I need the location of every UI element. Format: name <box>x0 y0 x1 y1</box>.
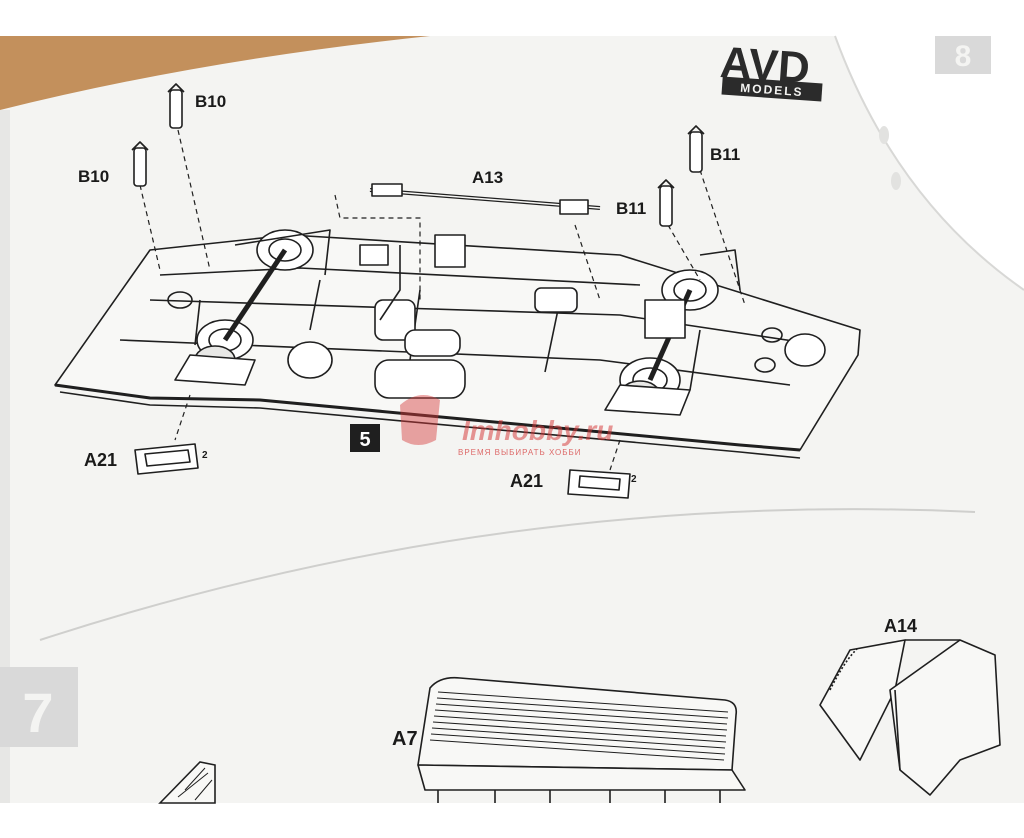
part-label-b10-left: B10 <box>78 167 109 186</box>
pin-b11-mid <box>657 179 675 227</box>
part-label-b11-right: B11 <box>710 145 740 164</box>
mark-2-right: 2 <box>631 474 637 485</box>
binder-hole <box>879 126 889 144</box>
chassis-components <box>167 234 826 399</box>
part-label-b10-top: B10 <box>195 92 226 111</box>
step-5-box <box>350 424 380 452</box>
watermark-name: Imhobby.ru <box>462 415 613 446</box>
bench-seat-a7 <box>417 676 746 803</box>
watermark: Imhobby.ru ВРЕМЯ ВЫБИРАТЬ ХОББИ <box>400 395 613 457</box>
front-axle-assembly <box>174 229 331 386</box>
watermark-icon <box>400 395 440 445</box>
step-5-number: 5 <box>359 429 370 451</box>
assembly-guide-lines <box>139 129 746 471</box>
chassis-drawing <box>54 83 861 499</box>
section-divider <box>39 508 976 641</box>
cardan-shaft-a13 <box>369 183 601 215</box>
mark-2-left: 2 <box>202 450 208 461</box>
watermark-slogan: ВРЕМЯ ВЫБИРАТЬ ХОББИ <box>458 448 582 457</box>
pin-b10-left <box>131 141 149 187</box>
pin-b10-top <box>167 83 185 129</box>
rear-axle-assembly <box>604 249 741 416</box>
part-label-a7: A7 <box>392 728 418 750</box>
part-label-a21-left: A21 <box>84 450 117 470</box>
seat-part-a14 <box>819 639 1001 796</box>
page-number-box <box>935 36 991 74</box>
pin-b11-right <box>687 125 705 173</box>
page-curl <box>835 36 1024 290</box>
part-label-a13: A13 <box>472 168 503 187</box>
part-label-b11-mid: B11 <box>616 199 646 218</box>
step-7-box <box>0 667 78 747</box>
avd-logo-subtext: MODELS <box>740 81 804 99</box>
avd-logo: AVD MODELS <box>719 38 823 102</box>
part-label-a21-right: A21 <box>510 471 543 491</box>
seat-fragment <box>158 761 216 804</box>
part-label-a14: A14 <box>884 616 917 636</box>
binder-hole <box>891 172 901 190</box>
step-7-number: 7 <box>22 681 53 744</box>
bracket-a21-right <box>567 469 631 499</box>
page-number: 8 <box>955 40 972 73</box>
bracket-a21-left <box>134 443 199 475</box>
